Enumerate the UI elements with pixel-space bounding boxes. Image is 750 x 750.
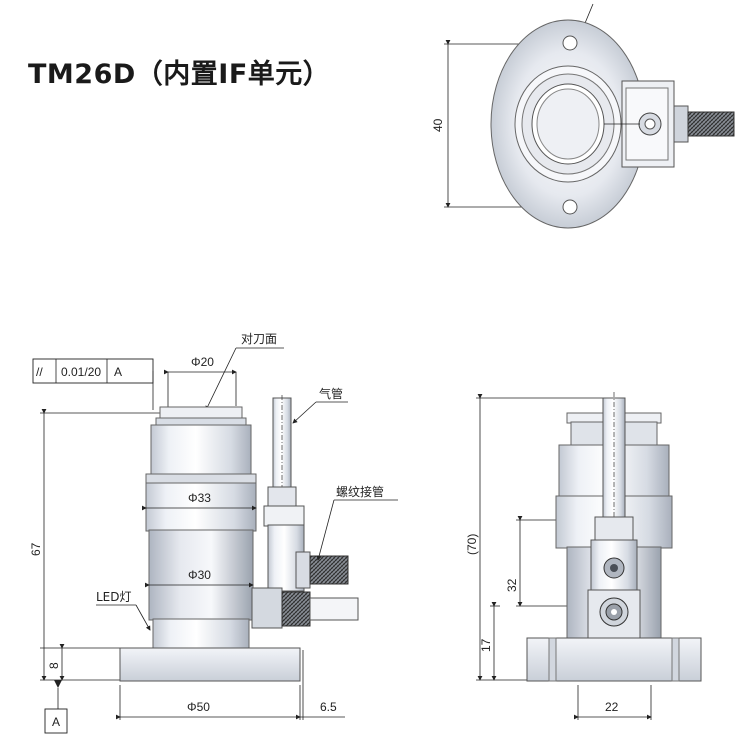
side-view: (70) 32 17 22 [465, 392, 702, 720]
datum-label: A [52, 715, 60, 729]
dim-8: 8 [47, 662, 61, 669]
tolerance-value: 0.01/20 [61, 365, 101, 379]
dim-phi30: Φ30 [188, 568, 211, 582]
tolerance-frame [32, 358, 154, 384]
top-view: 40 [431, 3, 735, 229]
label-threaded-fitting: 螺纹接管 [336, 484, 384, 499]
dim-32: 32 [505, 578, 519, 592]
dim-6-5: 6.5 [320, 700, 337, 714]
dim-22: 22 [605, 700, 619, 714]
tolerance-symbol: // [36, 365, 43, 379]
tolerance-datum: A [114, 365, 122, 379]
dim-67: 67 [29, 542, 43, 556]
dim-phi33: Φ33 [188, 491, 211, 505]
dim-17: 17 [479, 638, 493, 652]
dim-phi20: Φ20 [191, 355, 214, 369]
datum-box [44, 708, 68, 734]
label-cutting-face: 对刀面 [241, 332, 277, 346]
dim-70: (70) [465, 534, 479, 555]
label-air-tube: 气管 [319, 386, 343, 401]
drawing-title: TM26D（内置IF单元） [28, 59, 331, 90]
dim-phi50: Φ50 [187, 700, 210, 714]
label-led: LED灯 [96, 590, 132, 604]
front-view: // 0.01/20 A Φ20 对刀面 67 8 A Φ33 Φ30 [29, 332, 398, 734]
top-dim-40: 40 [431, 118, 445, 132]
